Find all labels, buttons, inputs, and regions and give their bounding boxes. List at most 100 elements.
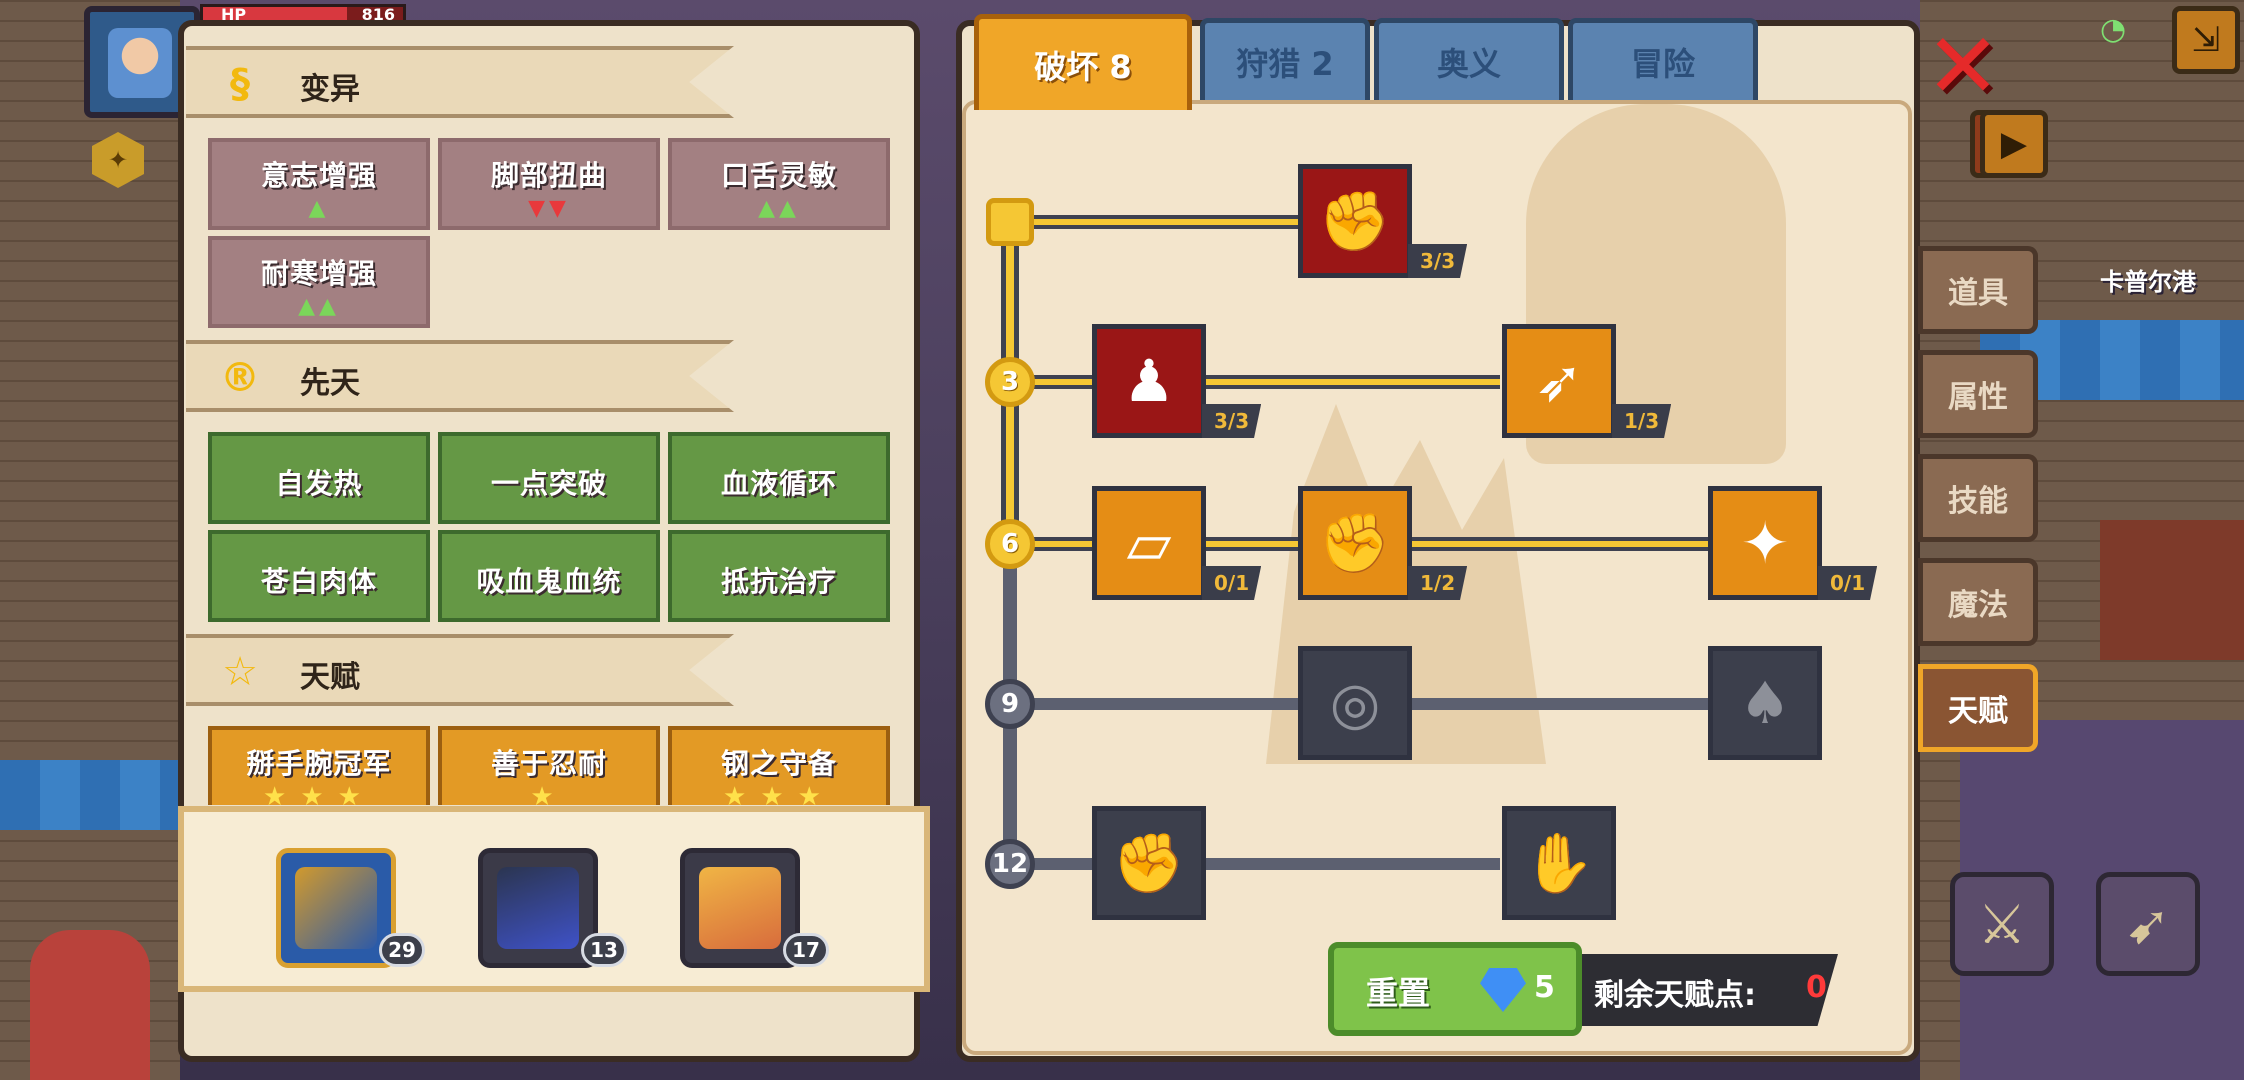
party-member-2[interactable]: 13	[478, 848, 627, 968]
bow-icon[interactable]: ➹	[2096, 872, 2200, 976]
talent-label: 善于忍耐	[490, 747, 607, 780]
innate-label: 血液循环	[720, 467, 837, 500]
innate-label: 自发热	[275, 467, 363, 500]
tab-adventure[interactable]: 冒险	[1568, 18, 1758, 100]
innate-label: 吸血鬼血统	[476, 565, 622, 598]
points-label: 剩余天赋点:	[1594, 978, 1756, 1013]
innate-label: 苍白肉体	[260, 565, 377, 598]
tab-hunting[interactable]: 狩猎 2	[1200, 18, 1370, 100]
hp-value: 816	[361, 5, 395, 24]
traits-scroll-area[interactable]: § 变异 意志增强 ▲ 脚部扭曲 ▼▼ 口舌灵敏 ▲▲ 耐寒增强 ▲▲ ® 先天…	[186, 30, 912, 805]
section-title: 变异	[300, 72, 360, 107]
level-marker: 6	[985, 519, 1035, 569]
mutation-chip[interactable]: 意志增强 ▲	[208, 138, 430, 230]
wifi-icon: ◔	[2100, 12, 2127, 47]
remaining-points: 剩余天赋点: 0	[1582, 954, 1838, 1026]
tab-arcana[interactable]: 奥义	[1374, 18, 1564, 100]
reset-cost: 5	[1534, 970, 1555, 1005]
talent-node-muscle[interactable]: ♟	[1092, 324, 1206, 438]
talent-stars: ★★★	[263, 782, 375, 805]
level-badge: 29	[379, 933, 425, 967]
grab-icon: ✋	[1522, 829, 1596, 897]
node-count: 3/3	[1202, 404, 1262, 438]
fist-icon: ✊	[1112, 829, 1186, 897]
mutation-label: 耐寒增强	[260, 257, 377, 290]
party-selector: 29 13 17	[178, 806, 930, 992]
market-stall	[2100, 520, 2244, 660]
mutation-marks: ▼▼	[528, 196, 570, 221]
side-tab-skills[interactable]: 技能	[1918, 454, 2038, 542]
sword-icon[interactable]: ⚔	[1950, 872, 2054, 976]
talent-node-arm-wrestle[interactable]: ✊	[1298, 164, 1412, 278]
innate-chip[interactable]: 吸血鬼血统	[438, 530, 660, 622]
party-member-3[interactable]: 17	[680, 848, 829, 968]
tab-destruction[interactable]: 破坏 8	[974, 14, 1192, 110]
ripple-icon: ◎	[1329, 669, 1381, 737]
hero-face	[108, 28, 172, 98]
map-city-name: 卡普尔港	[2100, 268, 2196, 296]
r-coin-icon: ®	[220, 355, 260, 401]
talent-node-bat[interactable]: ♠	[1708, 646, 1822, 760]
section-header-innate: ® 先天	[186, 340, 734, 412]
innate-label: 一点突破	[490, 467, 607, 500]
diamond-icon	[1480, 968, 1526, 1012]
side-tab-talent[interactable]: 天赋	[1918, 664, 2038, 752]
node-count: 0/1	[1202, 566, 1262, 600]
innate-chip[interactable]: 苍白肉体	[208, 530, 430, 622]
talent-node-arrow[interactable]: ➶	[1502, 324, 1616, 438]
talent-node-blood[interactable]: ✦	[1708, 486, 1822, 600]
blob-avatar	[497, 867, 579, 949]
mutation-label: 意志增强	[260, 159, 377, 192]
talent-chip[interactable]: 掰手腕冠军 ★★★	[208, 726, 430, 805]
side-tab-items[interactable]: 道具	[1918, 246, 2038, 334]
section-header-mutation: § 变异	[186, 46, 734, 118]
mutation-chip[interactable]: 耐寒增强 ▲▲	[208, 236, 430, 328]
level-marker: 9	[985, 679, 1035, 729]
mutation-label: 口舌灵敏	[720, 159, 837, 192]
card-slash-icon: ▱	[1126, 509, 1172, 577]
node-count: 0/1	[1818, 566, 1878, 600]
mutation-marks: ▲▲	[298, 294, 340, 319]
mutation-marks: ▲	[308, 196, 330, 221]
talent-node-grab[interactable]: ✋	[1502, 806, 1616, 920]
innate-label: 抵抗治疗	[720, 565, 837, 598]
node-count: 1/2	[1408, 566, 1468, 600]
exit-icon[interactable]: ⇲	[2172, 6, 2240, 74]
talent-chip[interactable]: 钢之守备 ★★★	[668, 726, 890, 805]
play-icon[interactable]: ▶	[1980, 110, 2048, 178]
muscle-body-icon: ♟	[1123, 347, 1175, 415]
innate-chip[interactable]: 自发热	[208, 432, 430, 524]
talent-label: 钢之守备	[720, 747, 837, 780]
node-count: 1/3	[1612, 404, 1672, 438]
side-tab-attributes[interactable]: 属性	[1918, 350, 2038, 438]
party-member-1[interactable]: 29	[276, 848, 425, 968]
bat-drop-icon: ♠	[1739, 669, 1791, 737]
star-icon: ☆	[222, 649, 258, 695]
mutation-chip[interactable]: 脚部扭曲 ▼▼	[438, 138, 660, 230]
left-wall-bricks	[0, 0, 180, 1080]
innate-chip[interactable]: 抵抗治疗	[668, 530, 890, 622]
talent-chip[interactable]: 善于忍耐 ★	[438, 726, 660, 805]
level-marker: 12	[985, 839, 1035, 889]
close-icon[interactable]: ✕	[1925, 14, 2001, 119]
arm-wrestle-icon: ✊	[1318, 187, 1392, 255]
innate-chip[interactable]: 一点突破	[438, 432, 660, 524]
side-tab-magic[interactable]: 魔法	[1918, 558, 2038, 646]
mutation-marks: ▲▲	[758, 196, 800, 221]
talent-node-punch[interactable]: ✊	[1298, 486, 1412, 600]
arrow-strike-icon: ➶	[1534, 347, 1584, 415]
hp-label: HP	[221, 5, 247, 24]
talent-stars: ★★★	[723, 782, 835, 805]
innate-chip[interactable]: 血液循环	[668, 432, 890, 524]
hero-avatar	[295, 867, 377, 949]
talent-node-fist[interactable]: ✊	[1092, 806, 1206, 920]
reset-button[interactable]: 重置 5	[1328, 942, 1582, 1036]
talent-node-ripple[interactable]: ◎	[1298, 646, 1412, 760]
talent-stars: ★	[530, 782, 568, 805]
reset-label: 重置	[1366, 974, 1431, 1012]
npc-knight	[30, 930, 150, 1080]
mutation-chip[interactable]: 口舌灵敏 ▲▲	[668, 138, 890, 230]
talent-node-card[interactable]: ▱	[1092, 486, 1206, 600]
level-marker: 3	[985, 357, 1035, 407]
left-water	[0, 760, 180, 830]
